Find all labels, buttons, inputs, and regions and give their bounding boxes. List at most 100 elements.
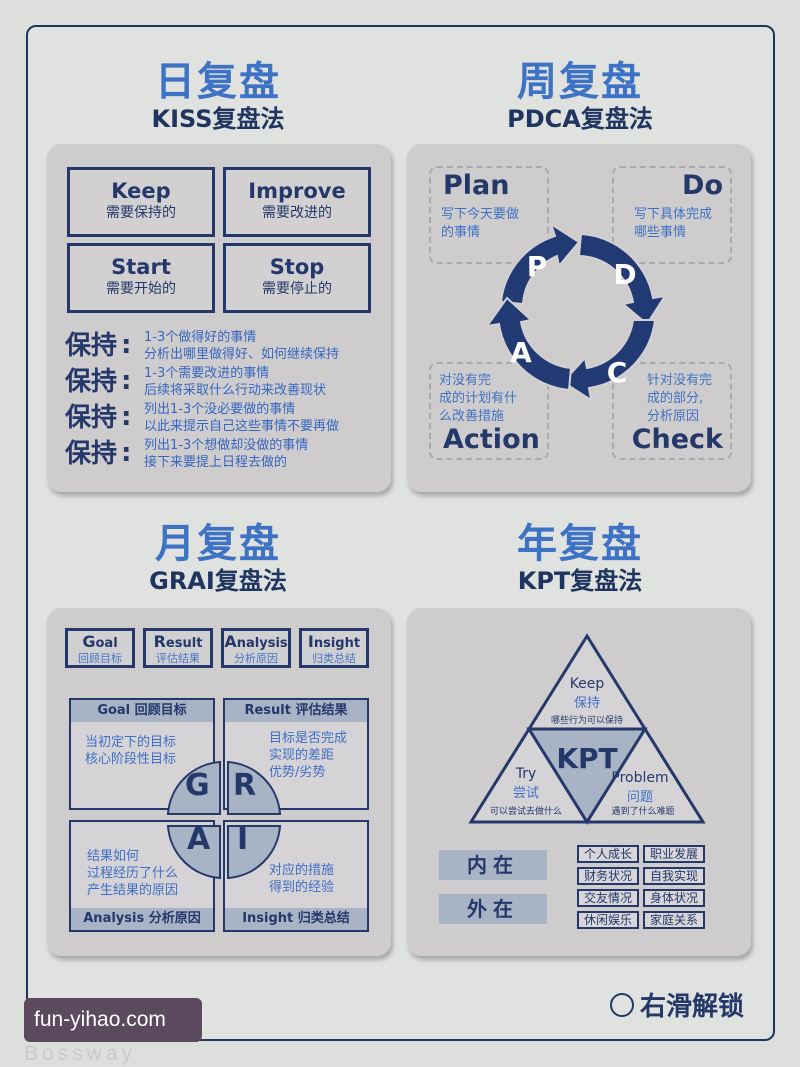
inner-label: 内在 [439, 850, 547, 880]
cycle-arrow-check [561, 319, 657, 403]
rest: nalysis [236, 636, 288, 651]
do-desc: 写下具体完成 哪些事情 [634, 206, 712, 242]
kiss-improve-label: Improve [248, 179, 346, 203]
insight-desc-line: 对应的措施 [269, 863, 335, 878]
result-desc-line: 实现的差距 [269, 748, 335, 763]
rest: nsight [313, 636, 361, 651]
insight-header: Insight 归类总结 [225, 908, 367, 930]
insight-desc: 对应的措施 得到的经验 [269, 862, 334, 896]
inner-triangle [526, 727, 648, 825]
letter-g: G [185, 768, 210, 803]
check-desc-line: 分析原因 [647, 409, 700, 424]
grai-center-circle [166, 760, 282, 880]
kiss-stop-box: Stop 需要停止的 [223, 243, 371, 313]
tag: 家庭关系 [643, 911, 705, 929]
row-label: 保持 [65, 439, 118, 469]
swipe-unlock[interactable]: 右滑解锁 [609, 986, 744, 1023]
daily-title: 日复盘 [155, 59, 281, 105]
plan-desc-line: 写下今天要做 [441, 207, 520, 222]
keep-desc: 哪些行为可以保持 [550, 716, 623, 726]
cycle-letter-d: D [613, 258, 636, 291]
initial: I [307, 632, 314, 651]
problem-zh: 问题 [626, 790, 653, 805]
kiss-improve-desc: 需要改进的 [262, 205, 332, 221]
initial: G [82, 632, 96, 651]
kiss-improve-box: Improve 需要改进的 [223, 167, 371, 237]
circle-q-result [227, 760, 282, 815]
analysis-desc-line: 结果如何 [87, 849, 140, 864]
row-colon: : [121, 330, 132, 360]
cycle-arrow-plan [499, 221, 581, 306]
goal-desc-line: 当初定下的目标 [85, 735, 177, 750]
grai-analysis-desc: 分析原因 [234, 652, 278, 665]
plan-box [429, 166, 549, 264]
monthly-title: 月复盘 [155, 521, 281, 567]
circle-q-insight [227, 825, 282, 880]
yearly-heading: 年复盘 KPT复盘法 [400, 522, 760, 596]
check-label: Check [631, 424, 723, 455]
do-label: Do [682, 170, 723, 201]
kiss-keep-box: Keep 需要保持的 [67, 167, 215, 237]
action-box [429, 362, 549, 460]
cycle-letter-a: A [510, 336, 532, 369]
site-watermark: fun-yihao.com [24, 998, 202, 1042]
row-line1: 1-3个做得好的事情 [144, 330, 257, 345]
kiss-row: 保持 : 列出1-3个没必要做的事情 以此来提示自己这些事情不要再做 [65, 402, 385, 434]
keep-en: Keep [569, 676, 605, 692]
try-zh: 尝试 [512, 786, 539, 801]
tag: 个人成长 [577, 845, 639, 863]
action-desc-line: 么改善措施 [439, 409, 505, 424]
yearly-method: KPT复盘法 [517, 567, 643, 595]
row-line1: 列出1-3个想做却没做的事情 [144, 438, 309, 453]
keep-zh: 保持 [573, 696, 600, 711]
row-label: 保持 [65, 367, 118, 397]
daily-heading: 日复盘 KISS复盘法 [38, 60, 398, 134]
kiss-row: 保持 : 1-3个做得好的事情 分析出哪里做得好、如何继续保持 [65, 330, 385, 362]
goal-desc-line: 核心阶段性目标 [85, 752, 177, 767]
outer-label: 外在 [439, 894, 547, 924]
letter-i: I [237, 822, 249, 857]
kpt-panel: Keep 保持 哪些行为可以保持 KPT Try 尝试 可以尝试去做什么 Pro… [407, 608, 751, 956]
result-header: Result 评估结果 [225, 700, 367, 722]
row-colon: : [121, 366, 132, 396]
kiss-keep-desc: 需要保持的 [106, 205, 176, 221]
grai-goal-desc: 回顾目标 [78, 652, 122, 665]
analysis-desc-line: 产生结果的原因 [87, 883, 179, 898]
kiss-stop-desc: 需要停止的 [262, 281, 332, 297]
action-desc: 对没有完 成的计划有什 么改善措施 [439, 372, 517, 426]
kiss-start-label: Start [111, 255, 171, 279]
problem-en: Problem [611, 770, 669, 786]
grai-goal-box: Goal 回顾目标 [65, 628, 135, 668]
grai-result-label: Result [146, 633, 210, 652]
letter-r: R [233, 768, 257, 803]
do-desc-line: 哪些事情 [634, 225, 687, 240]
monthly-method: GRAI复盘法 [149, 567, 287, 595]
row-line1: 1-3个需要改进的事情 [144, 366, 270, 381]
result-desc: 目标是否完成 实现的差距 优势/劣势 [269, 730, 347, 781]
kpt-try: Try 尝试 [503, 766, 549, 801]
try-en: Try [515, 766, 537, 782]
circle-q-goal [166, 760, 221, 815]
grai-panel: Goal 回顾目标 Result 评估结果 Analysis 分析原因 Insi… [47, 608, 391, 956]
grai-result-box: Result 评估结果 [143, 628, 213, 668]
check-desc: 针对没有完 成的部分, 分析原因 [647, 372, 712, 426]
kpt-problem: Problem 问题 [605, 770, 675, 805]
cycle-arrow-do [577, 232, 668, 326]
cycle-letter-c: C [607, 356, 628, 389]
check-desc-line: 针对没有完 [647, 373, 713, 388]
row-label: 保持 [65, 331, 118, 361]
result-desc-line: 优势/劣势 [269, 765, 326, 780]
row-colon: : [121, 438, 132, 468]
row-line2: 分析出哪里做得好、如何继续保持 [144, 347, 340, 362]
kiss-row: 保持 : 列出1-3个想做却没做的事情 接下来要提上日程去做的 [65, 438, 385, 470]
circle-icon [609, 992, 634, 1017]
tag: 财务状况 [577, 867, 639, 885]
row-line2: 以此来提示自己这些事情不要再做 [144, 419, 340, 434]
action-desc-line: 对没有完 [439, 373, 492, 388]
weekly-method: PDCA复盘法 [507, 105, 653, 133]
check-box [612, 362, 732, 460]
tag: 交友情况 [577, 889, 639, 907]
analysis-desc: 结果如何 过程经历了什么 产生结果的原因 [87, 848, 178, 899]
kiss-start-desc: 需要开始的 [106, 281, 176, 297]
cycle-letter-p: P [527, 250, 548, 283]
